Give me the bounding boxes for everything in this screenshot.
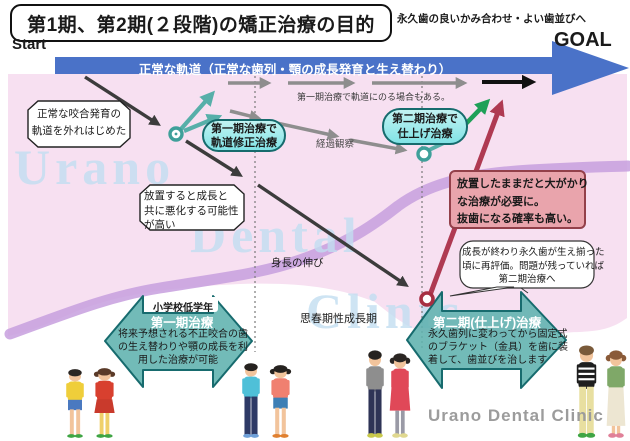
banner-arrowhead [552, 41, 629, 95]
deviation-node-dot [174, 132, 178, 136]
reevaluate-bubble-shape [459, 240, 595, 289]
reevaluate-bubble-tail-2 [520, 287, 529, 294]
puberty-label: 思春期性成長期 [300, 313, 377, 325]
deviation-line-2 [185, 139, 243, 177]
deviate-bubble-shape [27, 100, 131, 148]
reevaluate-bubble-tail [449, 286, 515, 297]
phase1-treatment-text: 第一期治療で 軌道修正治療 [211, 123, 277, 149]
normal-track-banner [55, 57, 560, 74]
phase1-treatment-box [202, 119, 286, 152]
observe-label: 経過観察 [316, 139, 355, 150]
reevaluation-node [416, 146, 432, 162]
deviate-bubble-text: 正常な咬合発育の 軌道を外れはじめた [31, 108, 127, 137]
phase2-treatment-box [382, 108, 468, 145]
deviation-line-1 [84, 75, 161, 126]
observe-arrow-3 [349, 138, 408, 155]
watermark-urano: Urano [14, 139, 176, 195]
worsen-bubble-text: 放置すると成長と 共に悪化する可能性 が高い [144, 190, 239, 231]
phase2-arrow-title: 第二期(仕上げ)治療 [432, 316, 542, 330]
warning-box-text: 放置したままだと大がかり な治療が必要に。 抜歯になる確率も高い。 [457, 178, 589, 225]
clinic-name: Urano Dental Clinic [428, 406, 604, 425]
phase1-correction-arrow-low [183, 114, 223, 133]
deviation-line-3 [257, 183, 409, 287]
phase1-arrow-title: 第一期治療 [150, 316, 214, 330]
phase2-treatment-text: 第二期治療で 仕上げ治療 [392, 113, 458, 140]
phase1-arrow-text: 将来予想される不正咬合の歯 の生え替わりや顎の成長を利 用した治療が可能 [118, 329, 248, 367]
phase2-double-arrow [406, 291, 567, 389]
worsen-bubble-shape [139, 184, 245, 231]
grade-label-bg [148, 297, 218, 312]
neglect-node [419, 291, 435, 307]
height-growth-label: 身長の伸び [271, 257, 324, 269]
reevaluate-bubble-text: 成長が終わり永久歯が生え揃った 頃に再評価。問題が残っていれば 第二期治療へ [462, 247, 605, 285]
page-title: 第1期、第2期(２段階)の矯正治療の目的 [10, 4, 392, 42]
warning-box-shape [449, 170, 586, 229]
normal-track-label: 正常な軌道（正常な歯列・顎の成長発育と生え替わり） [138, 63, 452, 77]
phase1-grade-label: 小学校低学年 [153, 303, 213, 314]
observe-arrow-1 [229, 109, 262, 122]
phase1-double-arrow [104, 295, 253, 388]
phase1-correction-arrow-up [179, 90, 216, 131]
goal-subtitle: 永久歯の良いかみ合わせ・よい歯並びへ [397, 13, 586, 25]
observe-arrow-2 [271, 120, 340, 141]
on-track-note: 第一期治療で軌道にのる場合もある。 [297, 92, 451, 102]
phase2-arrow-text: 永久歯列に変わってから固定式 のブラケット（金具）を歯に装 着して、歯並びを治し… [428, 329, 568, 367]
start-label: Start [12, 36, 47, 53]
goal-label: GOAL [554, 29, 612, 51]
